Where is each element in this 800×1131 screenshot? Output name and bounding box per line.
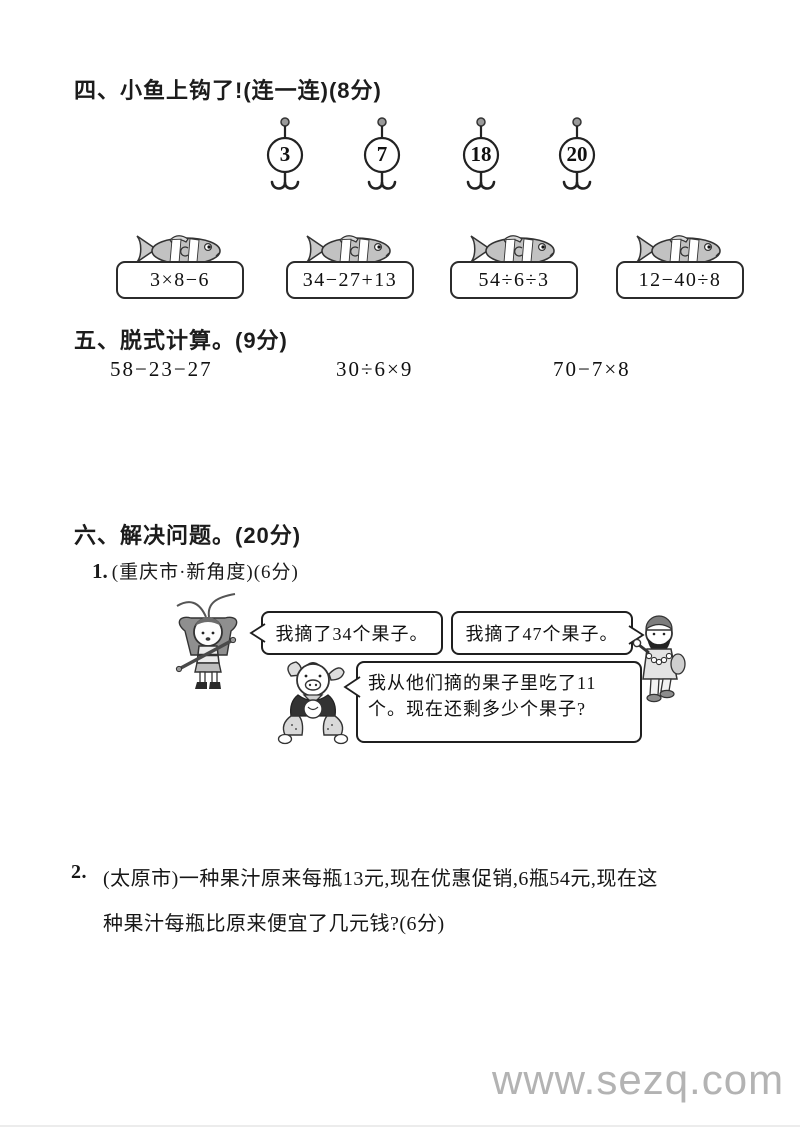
- calc-expression: 70−7×8: [553, 357, 631, 381]
- calc-expression: 58−23−27: [110, 357, 213, 381]
- expression-box[interactable]: 3×8−6: [116, 261, 244, 299]
- expression-label: 34−27+13: [302, 268, 398, 291]
- bubble-text-line: 我从他们摘的果子里吃了11: [368, 673, 597, 693]
- problem2-number: 2.: [71, 861, 87, 883]
- hook-number: 18: [470, 142, 492, 166]
- speech-bubble-pig: 我从他们摘的果子里吃了11 个。现在还剩多少个果子?: [343, 661, 642, 743]
- hook-number: 20: [566, 142, 588, 166]
- problem1-header: 1. (重庆市·新角度)(6分): [92, 557, 299, 584]
- problem2-text-line1: (太原市)一种果汁原来每瓶13元,现在优惠促销,6瓶54元,现在这: [103, 868, 658, 890]
- expression-box[interactable]: 34−27+13: [286, 261, 414, 299]
- expression-label: 3×8−6: [149, 268, 211, 291]
- problem2-text-line2: 种果汁每瓶比原来便宜了几元钱?(6分): [103, 913, 445, 935]
- section4-title: 四、小鱼上钩了!(连一连)(8分): [74, 78, 382, 103]
- monk-illustration: [632, 615, 686, 703]
- section5-title: 五、脱式计算。(9分): [74, 328, 288, 353]
- fish-hook-icon: 20: [552, 116, 602, 194]
- fish-hook-icon: 3: [260, 116, 310, 194]
- fish-icon: [636, 235, 721, 265]
- watermark: www.sezq.com: [492, 1056, 785, 1103]
- hook-number: 7: [376, 142, 388, 166]
- fish-hook-icon: 18: [456, 116, 506, 194]
- speech-bubble-monk: 我摘了47个果子。: [451, 611, 645, 655]
- expression-label: 54÷6÷3: [478, 268, 550, 291]
- expression-label: 12−40÷8: [638, 268, 722, 291]
- problem1-source: (重庆市·新角度)(6分): [111, 562, 299, 583]
- section6-title: 六、解决问题。(20分): [74, 523, 302, 548]
- bubble-text: 我摘了47个果子。: [465, 624, 619, 644]
- problem1-number: 1.: [92, 559, 108, 583]
- speech-bubble-monkey: 我摘了34个果子。: [249, 611, 443, 655]
- monkey-king-illustration: [175, 593, 238, 689]
- hook-number: 3: [279, 142, 291, 166]
- calc-expression: 30÷6×9: [336, 357, 414, 381]
- fish-icon: [470, 235, 555, 265]
- expression-box[interactable]: 12−40÷8: [616, 261, 744, 299]
- fish-hook-icon: 7: [357, 116, 407, 194]
- bubble-text-line: 个。现在还剩多少个果子?: [368, 699, 586, 719]
- page-edge-line: [0, 1125, 800, 1127]
- expression-box[interactable]: 54÷6÷3: [450, 261, 578, 299]
- pig-illustration: [277, 661, 349, 745]
- bubble-text: 我摘了34个果子。: [275, 624, 429, 644]
